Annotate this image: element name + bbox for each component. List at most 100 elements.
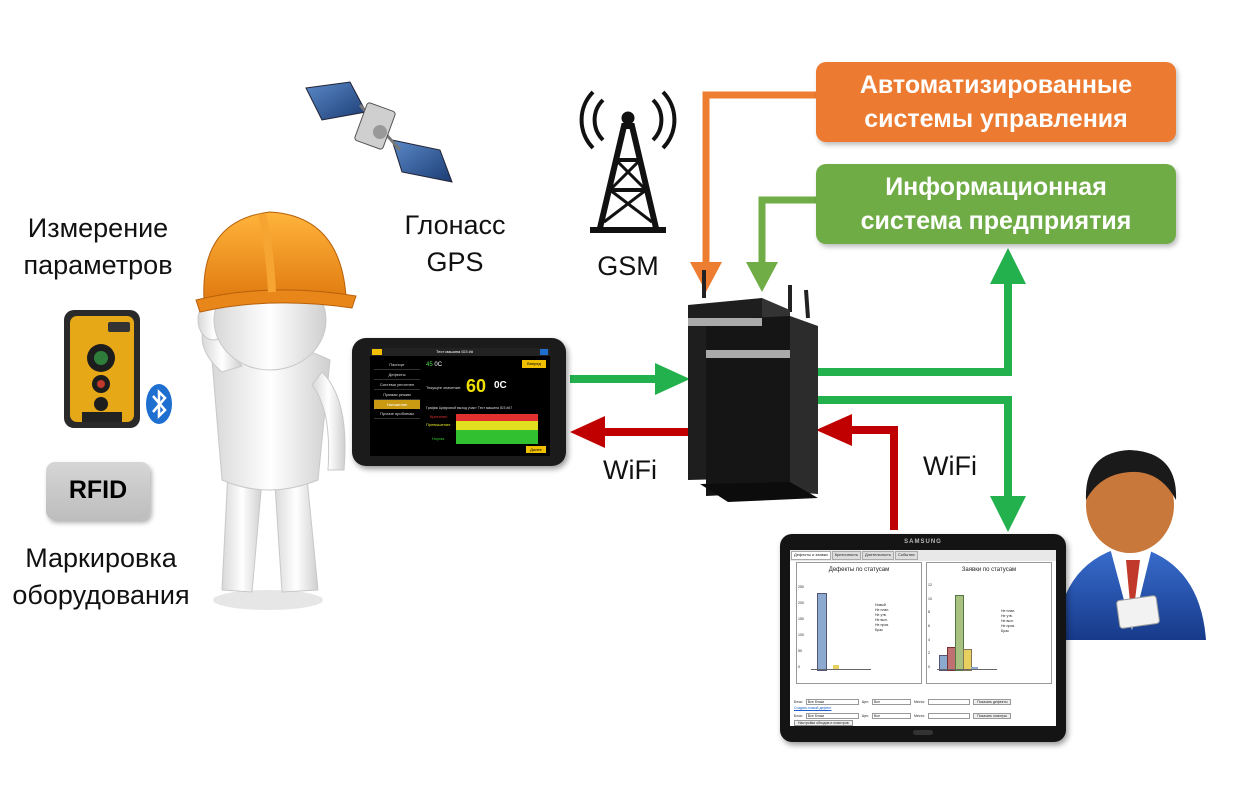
tablet-menu-item[interactable]: Паспорт: [374, 360, 420, 370]
legend-item: Не план.: [875, 608, 890, 612]
green-arrow-to-enterprise: [818, 248, 1026, 376]
tablet-value-label: Текущее значение:: [426, 385, 462, 390]
glonass-label: Глонасс: [404, 210, 506, 240]
chart-left-bar-small: [833, 665, 839, 669]
satellite-icon: [305, 81, 453, 183]
tablet-forward-button[interactable]: Вперед: [522, 360, 546, 368]
ytick: 50: [798, 649, 802, 653]
create-defect-link[interactable]: Создать новый дефект: [794, 706, 832, 710]
tablet-small-value: 45 0C: [426, 362, 442, 368]
worker-figure: [195, 211, 357, 610]
bluetooth-icon: [146, 384, 172, 424]
show-inspections-button[interactable]: Показать осмотры: [973, 712, 1012, 719]
place-input[interactable]: [928, 698, 971, 705]
rfid-badge: RFID: [46, 462, 150, 520]
shop-select[interactable]: Все: [871, 698, 911, 705]
handheld-device: [64, 310, 140, 428]
red-arrow-to-tablet: [570, 416, 690, 448]
field-tablet-screen: Тест машина ID3 ## Паспорт Дефекты Систе…: [370, 348, 550, 456]
legend-item: Не утв.: [1001, 614, 1013, 618]
tab-events[interactable]: События: [894, 551, 918, 560]
tab-defects[interactable]: Дефекты и заявки: [791, 551, 831, 560]
measurement-label-line2: параметров: [23, 250, 173, 280]
shop-label: Цех:: [861, 699, 869, 704]
legend-item: Брак: [1001, 629, 1009, 633]
measurement-label: Измерение параметров: [0, 210, 196, 284]
legend-item: Не план.: [1001, 609, 1016, 613]
chart-left-bar-new: [817, 593, 827, 671]
tablet-small-value-unit: 0C: [434, 362, 443, 368]
settings-button[interactable]: Настройки обходов и осмотров: [794, 720, 853, 726]
chart-left-legend: Новый Не план. Не утв. Не вып. Не пров. …: [875, 603, 889, 633]
tablet-menu-item[interactable]: Прочие проблемы: [374, 409, 420, 419]
measurement-label-line1: Измерение: [27, 213, 169, 243]
place-label: Место:: [913, 699, 926, 704]
form-row-defects: Блок: Все блоки Цех: Все Место: Показать…: [794, 698, 1052, 705]
tablet-next-button[interactable]: Далее: [526, 446, 546, 453]
form-row-inspections: Блок: Все блоки Цех: Все Место: Показать…: [794, 712, 1052, 719]
lightgreen-arrow: [746, 196, 818, 292]
home-button[interactable]: [913, 730, 933, 735]
red-arrow-to-router: [816, 414, 898, 530]
legend-item: Не пров.: [1001, 624, 1016, 628]
ytick: 10: [928, 596, 932, 601]
gsm-tower-icon: [579, 90, 677, 233]
tablet-header-button-right[interactable]: [540, 349, 548, 355]
marking-label-line1: Маркировка: [25, 543, 177, 573]
zone-normal: [456, 430, 538, 444]
tab-criticality[interactable]: Критичность: [831, 551, 862, 560]
ytick: 0: [798, 665, 800, 669]
ytick: 100: [798, 633, 804, 637]
glonass-gps-label: Глонасс GPS: [385, 207, 525, 281]
block-label: Блок:: [794, 699, 803, 704]
chart-right-axis: [937, 669, 997, 670]
tablet-title: Тест машина ID3 ##: [436, 349, 474, 354]
legend-item: Не пров.: [875, 623, 890, 627]
chart-left-yticks: 250 200 150 100 50 0: [798, 585, 804, 669]
tablet-header-button[interactable]: [372, 349, 382, 355]
wifi-label-right: WiFi: [923, 451, 977, 481]
legend-item: Новый: [875, 603, 886, 607]
chart-requests-by-status: Заявки по статусам 12 10 8 6 4 2 0 Не пл…: [926, 562, 1052, 684]
zone-exceeded-label: Превышение: [426, 422, 451, 427]
tab-duration[interactable]: Длительность: [862, 551, 894, 560]
enterprise-system-box: Информационная система предприятия: [816, 164, 1176, 244]
green-arrow-to-router: [570, 363, 690, 395]
tablet-menu-item[interactable]: Дефекты: [374, 370, 420, 380]
chart-left-title: Дефекты по статусам: [828, 567, 890, 573]
automated-line1: Автоматизированные: [859, 71, 1133, 99]
chart-right-yticks: 12 10 8 6 4 2 0: [928, 583, 932, 669]
marking-label-line2: оборудования: [12, 580, 190, 610]
tablet-header: Тест машина ID3 ##: [370, 348, 550, 356]
place-input[interactable]: [928, 712, 971, 719]
operator-person: [1056, 450, 1206, 640]
ytick: 0: [928, 664, 930, 669]
show-defects-button[interactable]: Показать дефекты: [973, 698, 1012, 705]
legend-item: Не вып.: [875, 618, 888, 622]
tablet-menu-item[interactable]: Система уплотнен: [374, 380, 420, 390]
ytick: 6: [928, 623, 930, 628]
block-select[interactable]: Все блоки: [805, 712, 859, 719]
chart-left-axis: [811, 669, 871, 670]
place-label: Место:: [913, 713, 926, 718]
field-tablet: Тест машина ID3 ## Паспорт Дефекты Систе…: [352, 338, 566, 466]
block-label: Блок:: [794, 713, 803, 718]
enterprise-line1: Информационная: [885, 173, 1107, 201]
chart-right-bar-4: [963, 649, 972, 671]
marking-label: Маркировка оборудования: [0, 540, 202, 614]
zone-critical: [456, 414, 538, 421]
tablet-menu-item[interactable]: Прямая режим: [374, 390, 420, 400]
chart-right-bar-3: [955, 595, 964, 671]
tablet-graph: [456, 414, 538, 444]
tablet-menu-item-active[interactable]: Натяжение: [374, 400, 420, 409]
ytick: 4: [928, 637, 930, 642]
automated-systems-box: Автоматизированные системы управления: [816, 62, 1176, 142]
ytick: 2: [928, 651, 930, 656]
ytick: 8: [928, 610, 930, 615]
zone-critical-label: Критично: [430, 414, 448, 419]
ytick: 200: [798, 601, 804, 605]
shop-select[interactable]: Все: [871, 712, 911, 719]
block-select[interactable]: Все блоки: [805, 698, 859, 705]
ytick: 150: [798, 617, 804, 621]
